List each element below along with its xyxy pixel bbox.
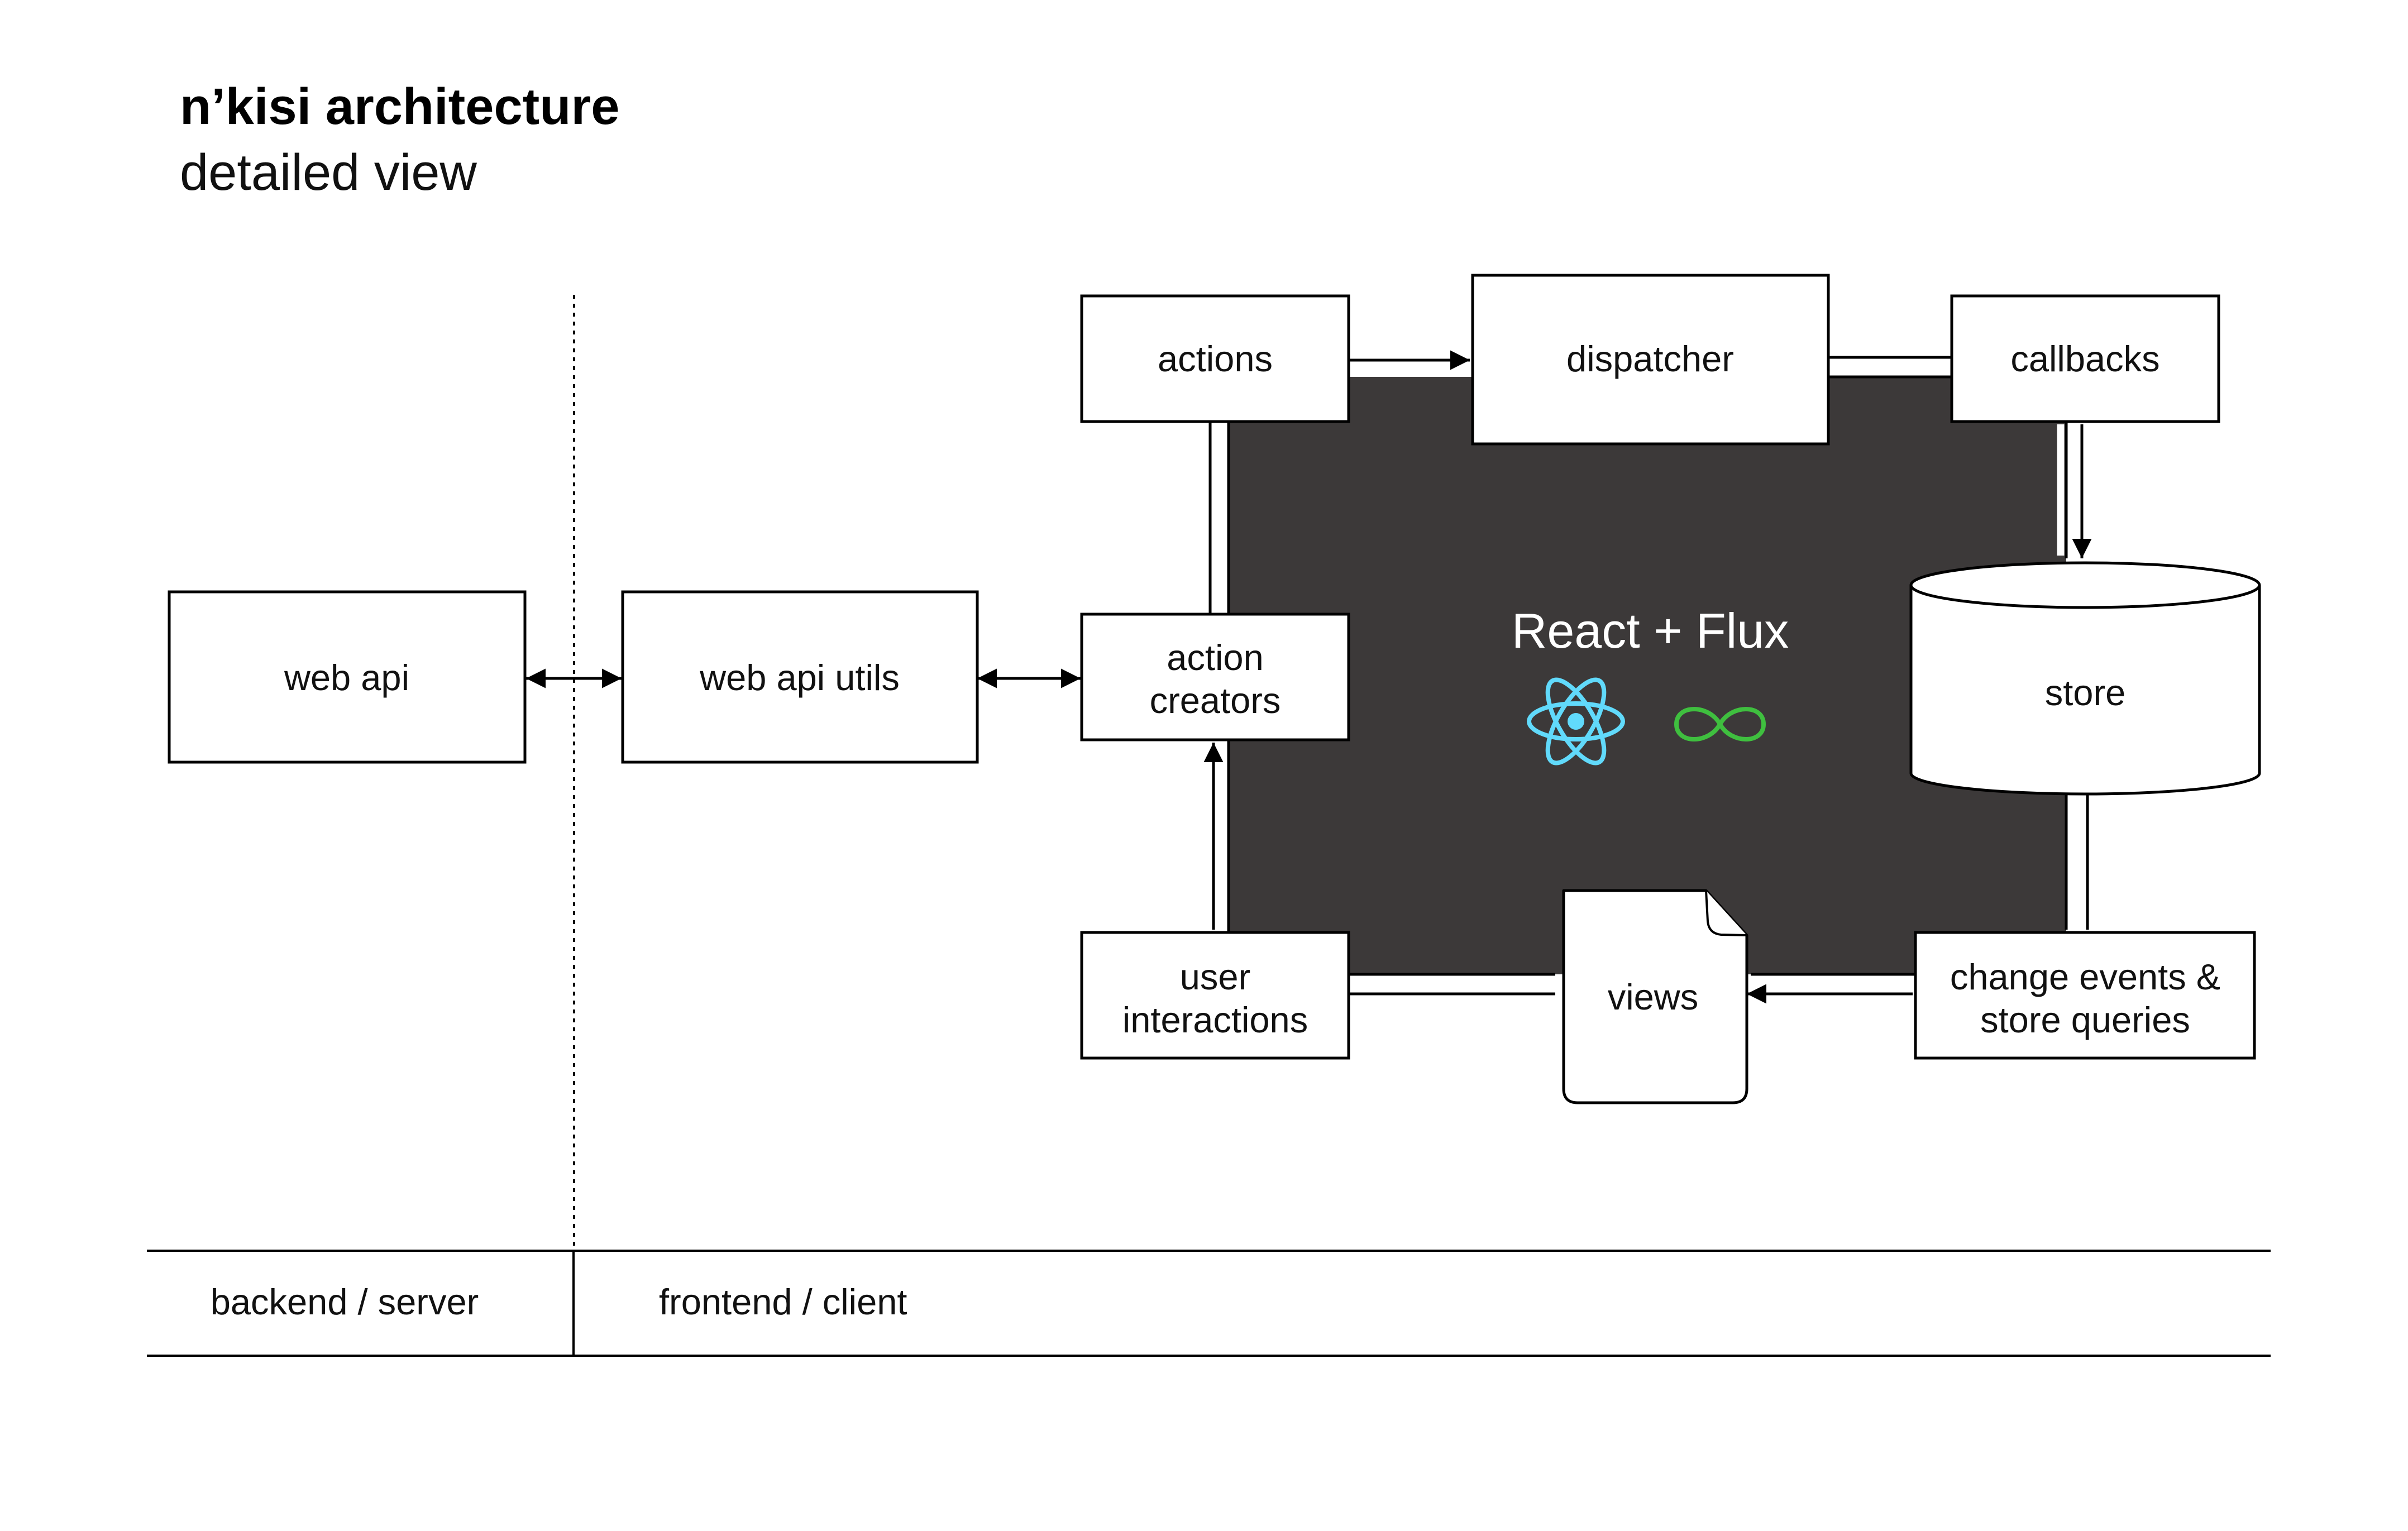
actions-node: actions [1080,294,1350,423]
web-api-node: web api [168,590,527,764]
callbacks-label: callbacks [2010,338,2159,379]
dispatcher-label: dispatcher [1566,338,1734,379]
actions-label: actions [1158,338,1273,379]
web-api-utils-label: web api utils [699,657,900,698]
web-api-utils-node: web api utils [621,590,979,764]
flux-logo-icon [1674,707,1766,741]
flux-loop-connectors [1208,356,2089,996]
action-creators-label-line2: creators [1150,680,1281,721]
data-flow-arrows [526,350,2092,1004]
user-interactions-label-line2: interactions [1122,999,1308,1040]
react-flux-label: React + Flux [1512,603,1789,658]
web-api-label: web api [284,657,409,698]
user-interactions-node: user interactions [1080,931,1350,1060]
action-creators-label-line1: action [1167,637,1263,678]
react-logo-icon [1527,677,1625,766]
store-label: store [2045,672,2126,713]
views-label: views [1608,977,1699,1017]
footer-band: backend / server frontend / client [147,1250,2271,1357]
frontend-label: frontend / client [659,1281,907,1322]
page-subtitle: detailed view [180,144,477,201]
change-events-node: change events & store queries [1914,931,2256,1060]
user-interactions-label-line1: user [1180,956,1250,997]
page-title: n’kisi architecture [180,78,619,135]
action-creators-node: action creators [1080,613,1350,741]
views-node: views [1562,889,1748,1104]
dispatcher-node: dispatcher [1471,274,1830,446]
change-events-label-line1: change events & [1950,956,2220,997]
store-node: store [1909,561,2261,796]
callbacks-node: callbacks [1950,294,2220,423]
backend-label: backend / server [211,1281,479,1322]
change-events-label-line2: store queries [1980,999,2190,1040]
